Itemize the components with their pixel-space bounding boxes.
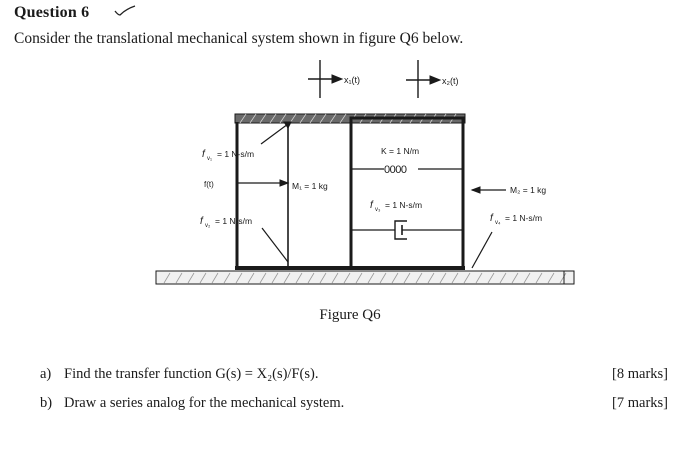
x2-arrow-icon bbox=[429, 75, 442, 85]
force-arrow-icon bbox=[279, 179, 290, 187]
damper-fv3-cylinder bbox=[394, 220, 407, 240]
ground-top-line bbox=[235, 266, 465, 270]
x2-label: x₂(t) bbox=[442, 76, 459, 86]
fv1-symbol: f bbox=[202, 149, 206, 160]
force-label: f(t) bbox=[204, 180, 214, 189]
x1-label: x₁(t) bbox=[344, 75, 360, 85]
m2-block bbox=[349, 116, 465, 270]
fv2-symbol: f bbox=[200, 216, 204, 227]
part-b-marks: [7 marks] bbox=[612, 395, 668, 411]
fv2-value: = 1 N-s/m bbox=[215, 216, 252, 226]
ground-block bbox=[155, 270, 575, 285]
fv1-arrow-icon bbox=[283, 121, 292, 129]
fv4-symbol: f bbox=[490, 213, 494, 224]
spring-coils: 0000 bbox=[384, 164, 407, 176]
k-label: K = 1 N/m bbox=[381, 146, 419, 156]
m2-arrow-icon bbox=[470, 186, 481, 194]
part-a-label: a) bbox=[40, 366, 52, 382]
question-title: Question 6 bbox=[14, 4, 90, 21]
figure-caption: Figure Q6 bbox=[319, 307, 381, 323]
fv2-subscript: v₂ bbox=[205, 223, 211, 229]
m2-label: M₂ = 1 kg bbox=[510, 185, 546, 195]
fv1-subscript: v₁ bbox=[207, 156, 212, 162]
fv3-symbol: f bbox=[370, 200, 374, 211]
question-intro: Consider the translational mechanical sy… bbox=[14, 30, 464, 47]
part-b: b) Draw a series analog for the mechanica… bbox=[40, 395, 344, 412]
part-b-label: b) bbox=[40, 395, 53, 411]
x1-arrow-icon bbox=[331, 74, 344, 84]
part-a-text: Find the transfer function G(s) = X₂(s)/… bbox=[64, 366, 319, 382]
fv4-subscript: v₄ bbox=[495, 220, 501, 226]
part-a: a) Find the transfer function G(s) = X₂(s… bbox=[40, 366, 318, 383]
fv4-value: = 1 N-s/m bbox=[505, 213, 542, 223]
part-b-text: Draw a series analog for the mechanical … bbox=[64, 395, 345, 411]
part-a-marks: [8 marks] bbox=[612, 366, 668, 382]
checkmark-icon bbox=[114, 5, 136, 16]
fv1-value: = 1 N-s/m bbox=[217, 149, 254, 159]
m1-label: M₁ = 1 kg bbox=[292, 181, 328, 191]
mechanical-system-figure: x₁(t) x₂(t) f v₁ = 1 N-s/m f(t) M₁ = 1 k… bbox=[155, 60, 575, 285]
fv3-value: = 1 N-s/m bbox=[385, 200, 422, 210]
fv3-subscript: v₃ bbox=[375, 207, 381, 213]
